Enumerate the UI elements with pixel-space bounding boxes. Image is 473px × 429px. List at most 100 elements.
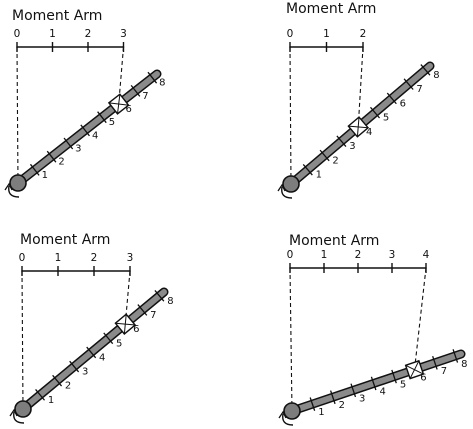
rod-tick-label: 6	[126, 104, 132, 115]
rod-tick-label: 3	[82, 367, 88, 378]
rod-tick	[391, 369, 397, 384]
rod-tick	[46, 150, 57, 163]
rod-tick-label: 4	[92, 130, 98, 141]
weight-marker-cross	[117, 94, 121, 114]
rod-tick-label: 5	[400, 380, 406, 391]
rod-tick-label: 6	[400, 98, 406, 109]
scale-tick-label: 4	[423, 249, 430, 261]
rod-tick	[80, 124, 90, 137]
rod-tick-label: 5	[109, 117, 115, 128]
rod-tick-label: 1	[318, 407, 324, 418]
rod-tick-label: 6	[133, 324, 139, 335]
rod-tick-label: 1	[42, 170, 48, 181]
rod-tick-label: 5	[383, 113, 389, 124]
scale-tick-label: 2	[360, 28, 367, 40]
left-guide-line	[16, 46, 19, 184]
right-guide-line	[413, 267, 427, 370]
left-guide-line	[21, 270, 24, 410]
rod-tick	[52, 374, 63, 387]
scale-tick-label: 0	[19, 252, 26, 264]
scale-tick-label: 1	[55, 252, 62, 264]
rod	[20, 289, 167, 412]
scale-tick-label: 0	[287, 249, 294, 261]
weight-marker-cross	[123, 314, 127, 335]
panel-title: Moment Arm	[289, 233, 379, 249]
rod-tick-label: 2	[65, 381, 71, 392]
rod-tick	[302, 163, 313, 176]
left-guide-line	[289, 267, 293, 412]
rod-tick-label: 2	[58, 157, 64, 168]
scale-tick-label: 0	[287, 28, 294, 40]
rod-tick	[369, 106, 381, 119]
rod-tick	[69, 360, 80, 373]
rod-tick-label: 4	[379, 386, 385, 397]
rod-tick-label: 7	[150, 310, 156, 321]
rotation-arrow-icon	[13, 411, 25, 424]
rod-tick	[386, 92, 397, 105]
right-guide-line	[357, 46, 364, 127]
panel-title: Moment Arm	[12, 8, 102, 24]
rotation-arrow-head-icon	[278, 410, 287, 419]
pivot-ball	[282, 175, 300, 193]
rod-tick	[97, 111, 107, 124]
rod-tick	[130, 84, 141, 97]
scale-tick-label: 2	[85, 28, 92, 40]
rotation-arrow-icon	[281, 186, 293, 199]
rod-tick-label: 2	[339, 400, 345, 411]
rod-tick	[403, 78, 414, 90]
rotation-arrow-head-icon	[4, 182, 13, 191]
rod	[15, 71, 160, 186]
rod-tick-label: 6	[420, 373, 426, 384]
rod-tick	[137, 304, 148, 316]
panel-title: Moment Arm	[20, 232, 110, 248]
rod-tick	[432, 355, 438, 370]
pivot-ball	[9, 174, 27, 192]
rod-tick	[420, 64, 431, 76]
rod-tick-label: 1	[316, 170, 322, 181]
rod-tick	[103, 332, 114, 345]
scale-tick-label: 0	[14, 28, 21, 40]
rod-tick-label: 8	[159, 78, 165, 89]
rod-tick	[452, 349, 459, 363]
rod-tick-label: 8	[167, 296, 173, 307]
scale-tick-label: 2	[91, 252, 98, 264]
rod-tick-label: 2	[332, 155, 338, 166]
rod-tick	[309, 397, 316, 411]
rod-tick-label: 7	[416, 84, 422, 95]
rotation-arrow-head-icon	[277, 183, 286, 192]
rod-tick	[35, 389, 46, 401]
scale-tick-label: 3	[389, 249, 396, 261]
rod-tick	[154, 290, 165, 302]
rod-tick-label: 3	[349, 141, 355, 152]
rod-tick-label: 4	[99, 352, 105, 363]
panel-title: Moment Arm	[286, 1, 376, 17]
right-guide-line	[118, 46, 125, 105]
rod-tick	[29, 163, 40, 176]
rod-tick	[370, 376, 377, 391]
pivot-ball	[283, 402, 301, 420]
rod-tick-label: 1	[48, 395, 54, 406]
rod-tick	[86, 346, 97, 359]
weight-marker-cross	[409, 360, 420, 379]
rod-tick	[147, 71, 158, 84]
rod-tick-label: 3	[75, 144, 81, 155]
left-guide-line	[289, 46, 292, 185]
weight-marker-cross	[356, 117, 360, 137]
scale-tick-label: 1	[323, 28, 330, 40]
rod-tick-label: 8	[461, 359, 467, 370]
rod-tick-label: 4	[366, 127, 372, 138]
rotation-arrow-head-icon	[9, 408, 18, 417]
rod	[289, 351, 464, 414]
rod-tick-label: 5	[116, 338, 122, 349]
rotation-arrow-icon	[8, 185, 20, 198]
rod-tick-label: 7	[142, 91, 148, 102]
scale-tick-label: 3	[127, 252, 134, 264]
rod-tick	[329, 390, 336, 405]
scale-tick-label: 2	[355, 249, 362, 261]
rod-tick-label: 8	[433, 70, 439, 81]
rod-tick-label: 3	[359, 393, 365, 404]
pivot-ball	[14, 400, 32, 418]
